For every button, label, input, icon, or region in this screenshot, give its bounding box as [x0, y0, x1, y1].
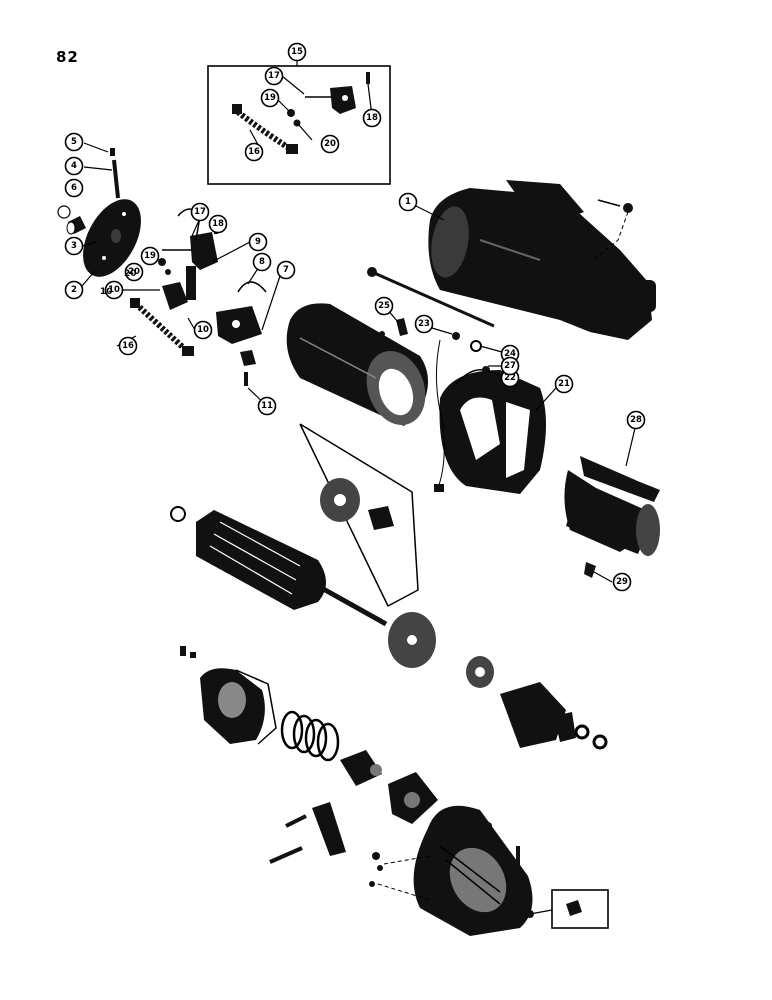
callout-29-label: 29 [616, 577, 628, 587]
callout-19-inset: 19 [260, 88, 280, 108]
plain-label-10: 10 [100, 287, 113, 297]
callout-25-label: 25 [378, 301, 390, 311]
callout-6-label: 6 [71, 183, 77, 193]
callout-25: 25 [374, 296, 394, 316]
starter-drive [466, 656, 608, 750]
callout-2-label: 2 [71, 285, 77, 295]
callout-21-label: 21 [558, 379, 570, 389]
plunger-spring [280, 710, 340, 762]
commutator-end-plate [83, 199, 141, 277]
pole-shoe-screw [584, 562, 596, 578]
through-bolt [371, 270, 495, 328]
callout-18-inset-label: 18 [366, 113, 378, 123]
callout-27-label: 27 [504, 361, 516, 371]
callout-5: 5 [64, 132, 84, 152]
callout-19-inset-label: 19 [264, 93, 276, 103]
terminal-stud [396, 318, 408, 336]
plunger [340, 750, 382, 786]
shift-lever [269, 802, 346, 864]
callout-3: 3 [64, 236, 84, 256]
terminal-nut [452, 332, 460, 340]
callout-23-label: 23 [418, 319, 430, 329]
callout-17-inset-label: 17 [268, 71, 280, 81]
o-ring [57, 205, 71, 219]
small-parts-inset [526, 889, 609, 929]
callout-19-left: 19 [140, 246, 160, 266]
callout-16-left-label: 16 [122, 341, 134, 351]
callout-29: 29 [612, 572, 632, 592]
callout-4-label: 4 [71, 161, 77, 171]
callout-20-left: 20 [124, 262, 144, 282]
callout-2: 2 [64, 280, 84, 300]
callout-28-label: 28 [630, 415, 642, 425]
callout-16-left: 16 [118, 336, 138, 356]
callout-8-label: 8 [259, 257, 265, 267]
callout-10-bottom-label: 10 [197, 325, 209, 335]
callout-16-inset: 16 [244, 142, 264, 162]
callout-8: 8 [252, 252, 272, 272]
callout-5-label: 5 [71, 137, 77, 147]
inset-box-item-15 [207, 60, 391, 185]
callout-3-label: 3 [71, 241, 77, 251]
callout-28: 28 [626, 410, 646, 430]
callout-16-inset-label: 16 [248, 147, 260, 157]
drive-housing-plate [388, 772, 438, 824]
callout-1: 1 [398, 192, 418, 212]
field-frame [286, 303, 428, 426]
bushing [66, 216, 86, 235]
callout-17-left: 17 [190, 202, 210, 222]
callout-1-label: 1 [405, 197, 411, 207]
oil-wick-stud [110, 148, 120, 199]
callout-9-label: 9 [255, 237, 261, 247]
armature [170, 506, 436, 668]
callout-18-left-label: 18 [212, 219, 224, 229]
callout-17-inset: 17 [264, 66, 284, 86]
plain-label-20: 20 [124, 269, 137, 279]
page-number: 82 [56, 48, 79, 66]
callout-21: 21 [554, 374, 574, 394]
callout-22-label: 22 [504, 373, 516, 383]
pole-shoes [564, 456, 660, 556]
callout-9: 9 [248, 232, 268, 252]
drive-end-housing [369, 805, 533, 936]
callout-20-inset-label: 20 [324, 139, 336, 149]
brush-holder-parts [130, 208, 267, 386]
callout-10-top-label: 10 [108, 285, 120, 295]
callout-20-inset: 20 [320, 134, 340, 154]
terminal-washer [470, 340, 482, 352]
callout-17-left-label: 17 [194, 207, 206, 217]
starter-motor-assembly [428, 180, 656, 340]
callout-18-left: 18 [208, 214, 228, 234]
callout-15: 15 [287, 42, 307, 62]
callout-15-label: 15 [291, 47, 303, 57]
callout-10-top: 10 [104, 280, 124, 300]
callout-10-bottom: 10 [193, 320, 213, 340]
callout-11: 11 [257, 396, 277, 416]
callout-20-left-label: 20 [128, 267, 140, 277]
detail-inset-wedge [299, 423, 419, 608]
callout-7: 7 [276, 260, 296, 280]
callout-11-label: 11 [261, 401, 273, 411]
callout-24-label: 24 [504, 349, 516, 359]
callout-19-left-label: 19 [144, 251, 156, 261]
callout-27: 27 [500, 356, 520, 376]
callout-23: 23 [414, 314, 434, 334]
leader-lines [81, 75, 637, 583]
callout-18-inset: 18 [362, 108, 382, 128]
field-coils [434, 339, 546, 494]
callout-7-label: 7 [283, 265, 289, 275]
callout-6: 6 [64, 178, 84, 198]
solenoid-assembly [180, 646, 277, 745]
callout-4: 4 [64, 156, 84, 176]
